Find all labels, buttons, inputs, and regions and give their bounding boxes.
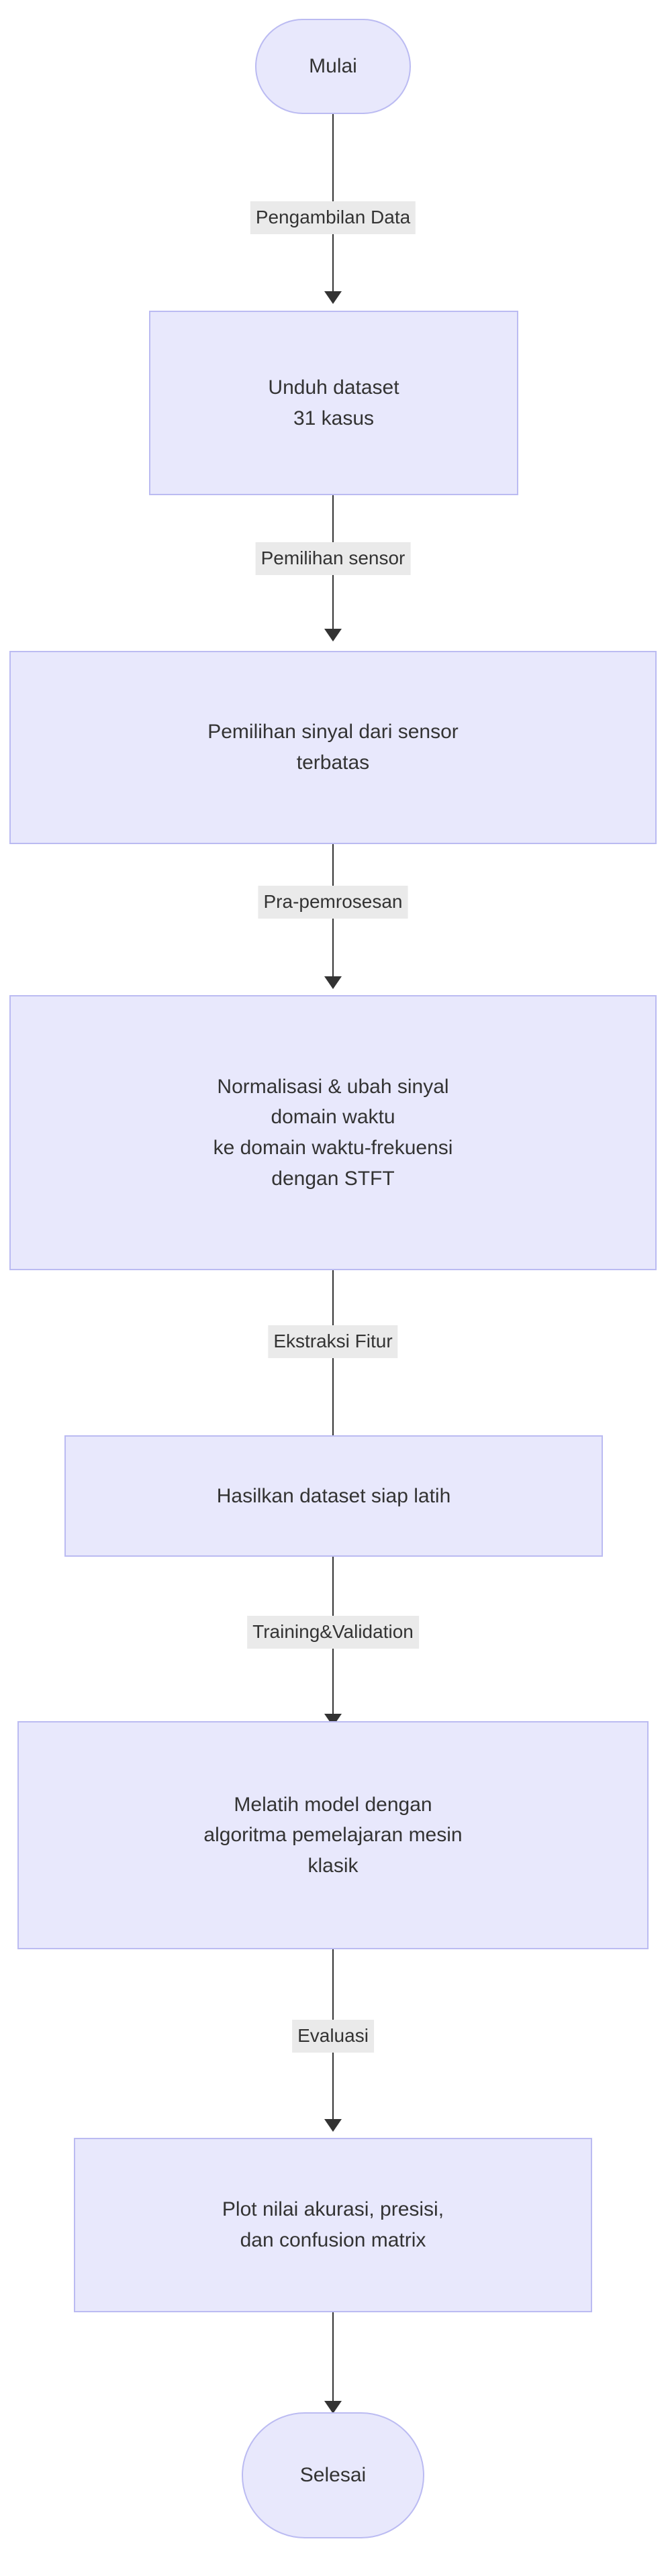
node-normalisasi-stft-label: Normalisasi & ubah sinyal domain waktu k…: [213, 1075, 453, 1190]
node-mulai-label: Mulai: [309, 55, 357, 78]
node-plot-evaluasi-label: Plot nilai akurasi, presisi, dan confusi…: [222, 2198, 444, 2251]
edge-label-pemilihan-sensor: Pemilihan sensor: [255, 542, 411, 575]
node-normalisasi-stft[interactable]: Normalisasi & ubah sinyal domain waktu k…: [9, 995, 657, 1270]
edge-line-plot-selesai: [332, 2312, 334, 2413]
node-melatih-model[interactable]: Melatih model dengan algoritma pemelajar…: [17, 1721, 649, 1949]
edge-label-pra-pemrosesan: Pra-pemrosesan: [258, 886, 408, 919]
edge-line-normal-hasilkan: [332, 1270, 334, 1448]
node-pemilihan-sinyal-label: Pemilihan sinyal dari sensor terbatas: [207, 721, 459, 774]
node-selesai[interactable]: Selesai: [242, 2412, 424, 2538]
edge-label-training-validation: Training&Validation: [247, 1616, 419, 1649]
node-hasilkan-dataset[interactable]: Hasilkan dataset siap latih: [64, 1435, 603, 1557]
arrow-head-pemilihan: [324, 629, 342, 641]
node-unduh-dataset[interactable]: Unduh dataset 31 kasus: [149, 311, 518, 495]
arrow-head-normal: [324, 976, 342, 989]
arrow-head-unduh: [324, 291, 342, 304]
node-unduh-dataset-label: Unduh dataset 31 kasus: [268, 376, 399, 429]
arrow-head-plot: [324, 2119, 342, 2132]
node-hasilkan-dataset-label: Hasilkan dataset siap latih: [216, 1484, 451, 1507]
node-pemilihan-sinyal[interactable]: Pemilihan sinyal dari sensor terbatas: [9, 651, 657, 844]
node-selesai-label: Selesai: [299, 2464, 367, 2487]
node-mulai[interactable]: Mulai: [255, 19, 411, 114]
edge-label-pengambilan-data: Pengambilan Data: [250, 201, 416, 234]
node-melatih-model-label: Melatih model dengan algoritma pemelajar…: [203, 1793, 463, 1877]
node-plot-evaluasi[interactable]: Plot nilai akurasi, presisi, dan confusi…: [74, 2138, 592, 2312]
edge-label-evaluasi: Evaluasi: [292, 2020, 374, 2053]
edge-label-ekstraksi-fitur: Ekstraksi Fitur: [268, 1325, 398, 1358]
arrow-head-selesai: [324, 2401, 342, 2414]
